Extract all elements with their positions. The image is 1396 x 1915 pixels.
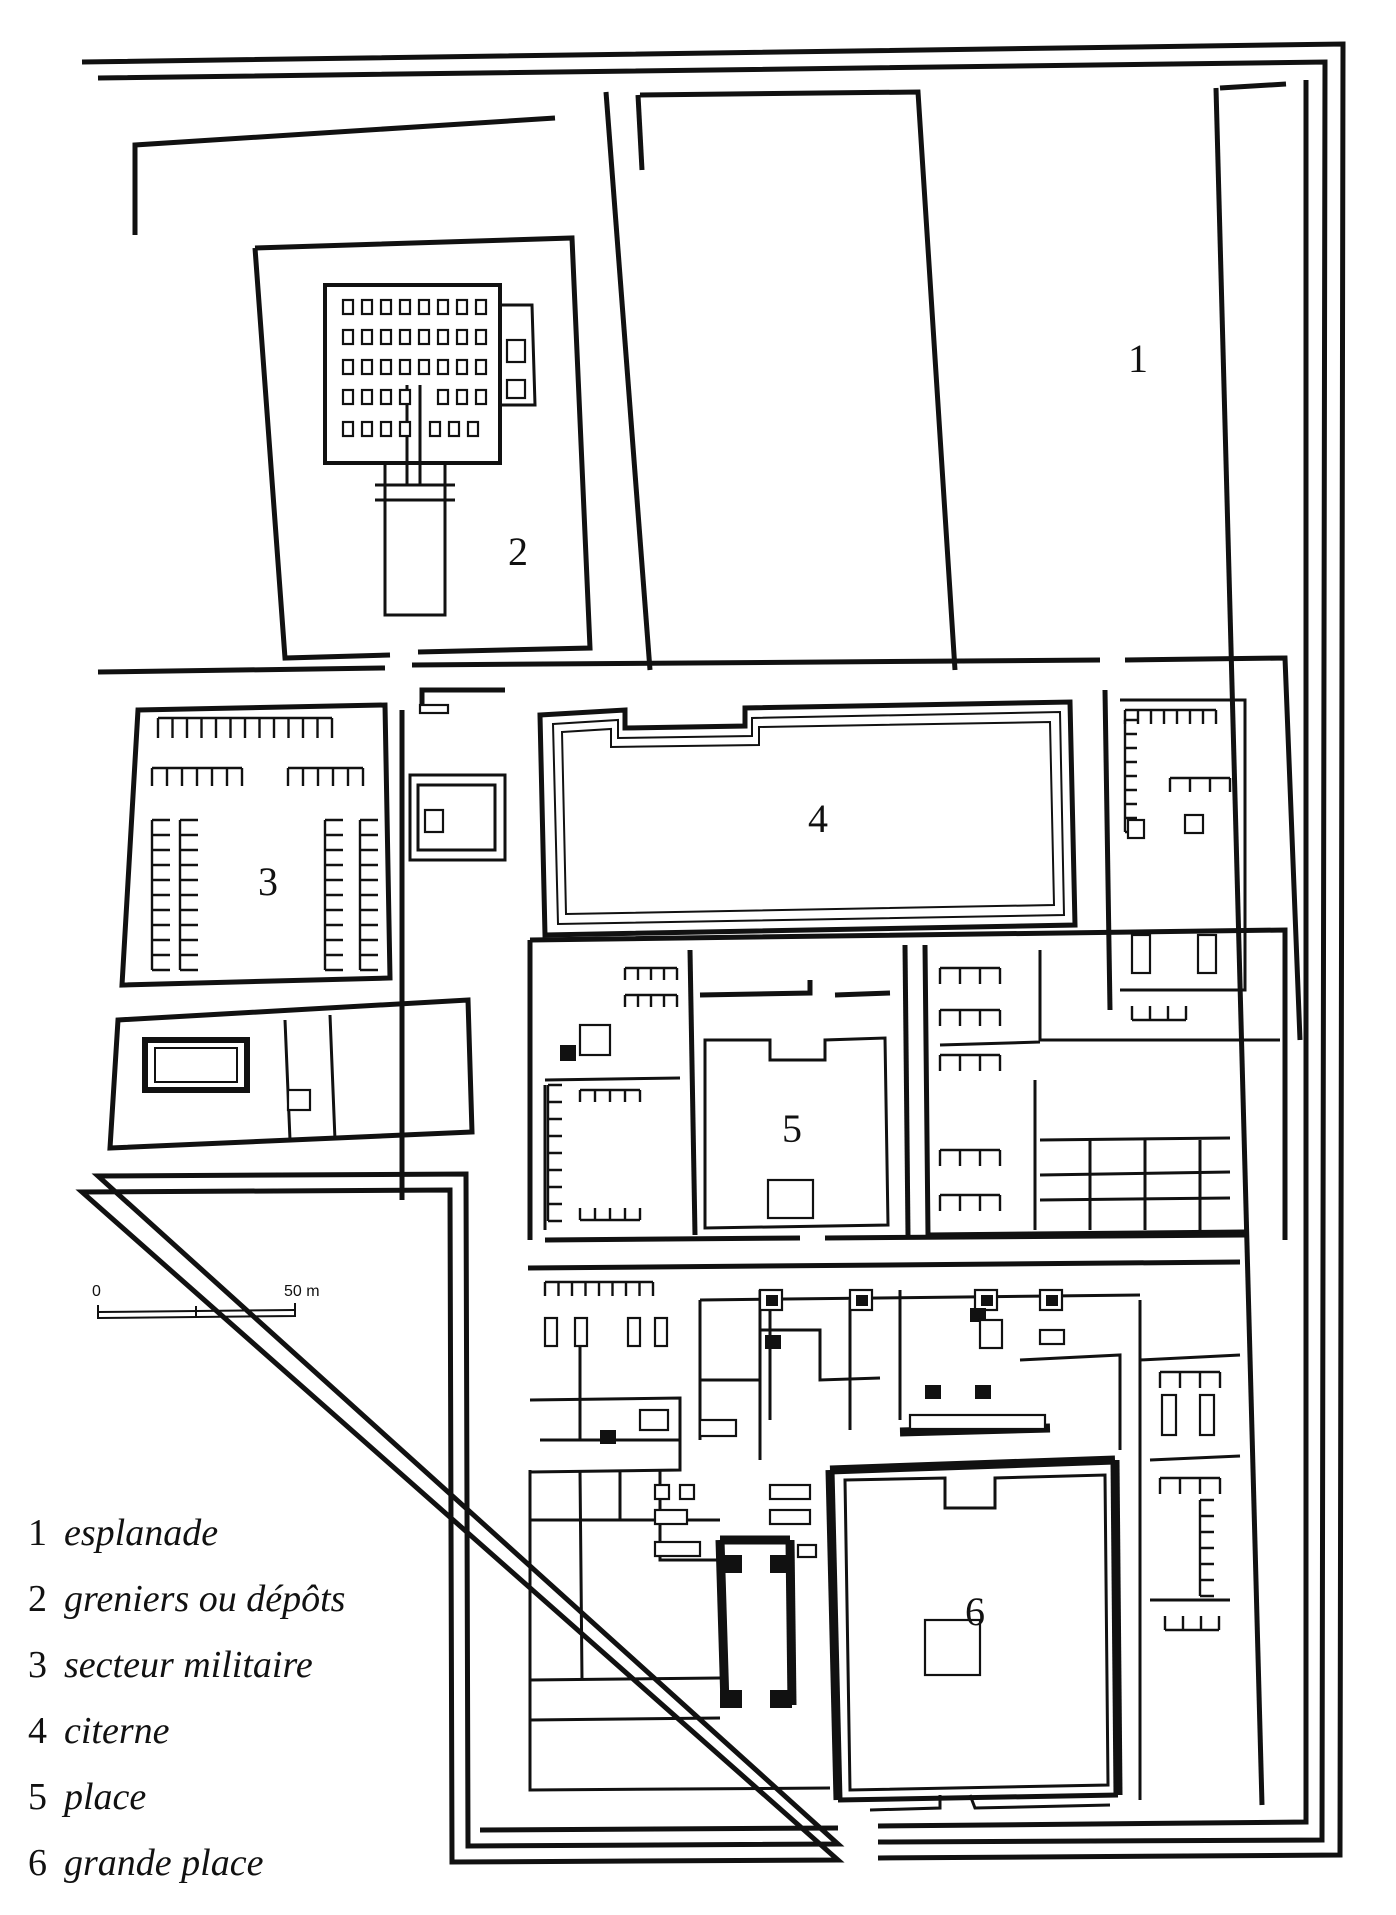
zone-number-1: 1 xyxy=(1128,336,1148,381)
esplanade-enclosure xyxy=(603,81,1287,1806)
zone-number-2: 2 xyxy=(508,529,528,574)
scale-start-label: 0 xyxy=(92,1283,101,1300)
place-side-cells xyxy=(546,708,1232,1223)
place-enclosure xyxy=(527,927,1288,1243)
granary-cells xyxy=(341,298,488,438)
great-place-enclosure xyxy=(527,1259,1241,1812)
barracks-cells xyxy=(150,716,378,972)
zone-number-4: 4 xyxy=(808,796,828,841)
military-sector xyxy=(107,687,507,1200)
zone-number-5: 5 xyxy=(782,1106,802,1151)
zone-number-6: 6 xyxy=(965,1589,985,1634)
scale-bar: 0 50 m xyxy=(92,1283,320,1320)
granaries-enclosure xyxy=(97,115,1303,1041)
scale-end-label: 50 m xyxy=(284,1283,320,1300)
cistern xyxy=(537,689,1247,1011)
zone-number-3: 3 xyxy=(258,859,278,904)
south-quarter-cells xyxy=(543,1280,1222,1632)
outer-enclosure xyxy=(75,41,1346,1865)
